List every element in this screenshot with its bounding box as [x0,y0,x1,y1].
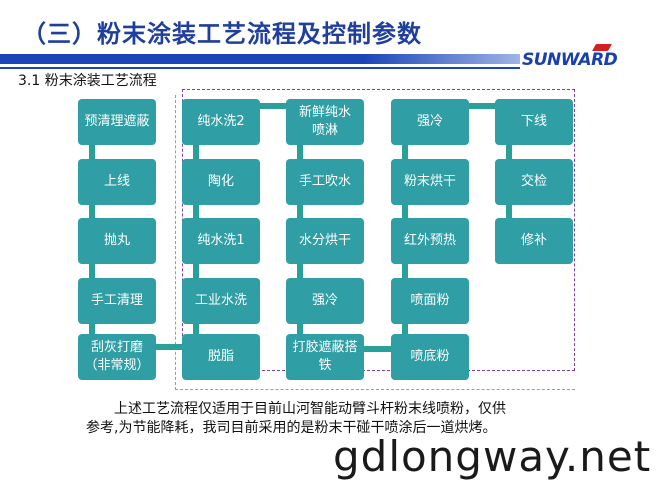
title-underline-bar [0,54,520,69]
flow-connector [402,264,408,278]
step-inspection: 交检 [495,159,573,205]
step-load-on-line: 上线 [78,159,156,205]
step-putty-sanding: 刮灰打磨 （非常规） [78,334,156,380]
page-title: （三）粉末涂装工艺流程及控制参数 [22,20,422,48]
step-repair: 修补 [495,218,573,264]
step-manual-blow-dry: 手工吹水 [286,159,364,205]
flow-connector [89,205,95,219]
note-line-1: 上述工艺流程仅适用于目前山河智能动臂斗杆粉末线喷粉，仅供 [114,401,506,417]
step-powder-curing: 粉末烘干 [391,159,469,205]
watermark-text: gdlongway.net [333,432,652,481]
flow-connector [89,264,95,278]
section-heading: 3.1 粉末涂装工艺流程 [18,73,157,89]
step-manual-clean: 手工清理 [78,278,156,324]
step-spray-topcoat: 喷面粉 [391,278,469,324]
flow-connector [193,145,199,159]
step-pure-water-wash-1: 纯水洗1 [182,218,260,264]
flow-connector [297,205,303,219]
flow-connector [297,264,303,278]
flow-connector [506,145,512,159]
flow-connector [402,205,408,219]
flow-connector [506,205,512,219]
step-force-cooling-1: 强冷 [286,278,364,324]
flow-connector [297,145,303,159]
step-infrared-preheat: 红外预热 [391,218,469,264]
flow-connector [89,324,95,338]
step-glue-mask-ground: 打胶遮蔽搭 铁 [286,334,364,380]
flow-connector [193,324,199,338]
flow-connector [297,324,303,338]
step-pre-clean-mask: 预清理遮蔽 [78,99,156,145]
step-spray-primer: 喷底粉 [391,334,469,380]
step-shot-blast: 抛丸 [78,218,156,264]
process-note: 上述工艺流程仅适用于目前山河智能动臂斗杆粉末线喷粉，仅供 参考,为节能降耗，我司… [86,400,556,438]
step-unload: 下线 [495,99,573,145]
sunward-logo: SUNWARD [522,50,618,70]
step-pure-water-wash-2: 纯水洗2 [182,99,260,145]
flow-connector [193,264,199,278]
note-line-2: 参考,为节能降耗，我司目前采用的是粉末干碰干喷涂后一道烘烤。 [86,420,497,436]
process-group-outline-secondary [175,95,575,390]
step-industrial-water-wash: 工业水洗 [182,278,260,324]
step-force-cooling-2: 强冷 [391,99,469,145]
flow-connector [402,145,408,159]
flow-connector [260,103,290,109]
flow-connector [364,346,394,352]
flow-connector [89,145,95,159]
flow-connector [468,103,498,109]
step-fresh-water-spray: 新鲜纯水 喷淋 [286,99,364,145]
flow-connector [156,344,186,350]
step-degrease: 脱脂 [182,334,260,380]
step-moisture-drying: 水分烘干 [286,218,364,264]
step-ceramic-coating: 陶化 [182,159,260,205]
flow-connector [193,205,199,219]
flow-connector [402,324,408,338]
